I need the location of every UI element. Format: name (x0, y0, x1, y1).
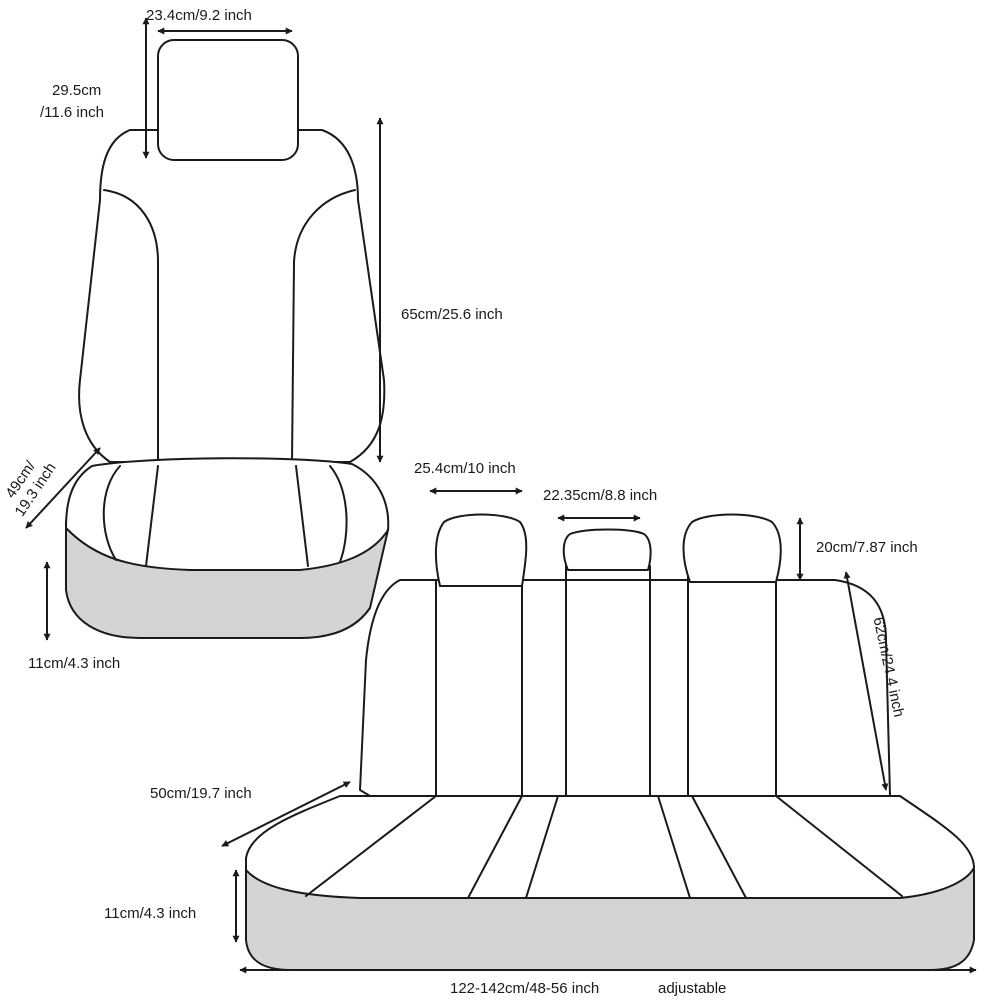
front-backrest-right-panel-line (291, 189, 356, 463)
front-seat-depth-arrow (25, 447, 101, 529)
rear-cushion-line-1 (305, 795, 437, 897)
rear-cushion-line-5 (691, 795, 747, 899)
rear-headrest-height-label: 20cm/7.87 inch (816, 539, 918, 556)
front-cushion-line-1 (102, 465, 121, 561)
rear-seat-depth-label: 50cm/19.7 inch (150, 785, 252, 802)
rear-bench-dimension-arrows (221, 487, 977, 974)
front-backrest-left-panel-line (103, 189, 159, 463)
rear-side-headrest-width-label: 25.4cm/10 inch (414, 460, 516, 477)
front-headrest-width-label: 23.4cm/9.2 inch (146, 7, 252, 24)
rear-right-headrest (682, 513, 782, 583)
front-backrest-height-label: 65cm/25.6 inch (401, 306, 503, 323)
rear-cushion-line-2 (467, 795, 523, 899)
front-headrest-height-label-line2: /11.6 inch (40, 104, 104, 121)
rear-left-headrest (434, 513, 528, 587)
rear-middle-headrest-width-label: 22.35cm/8.8 inch (543, 487, 657, 504)
rear-backrest-height-arrow (843, 571, 889, 791)
rear-bench-drawing (245, 513, 975, 971)
rear-cushion-line-3 (525, 795, 559, 899)
front-seat-drawing (65, 39, 390, 639)
rear-cushion-line-6 (775, 795, 903, 897)
front-cushion-line-2 (145, 465, 159, 567)
front-headrest (157, 39, 299, 161)
rear-cushion-line-4 (657, 795, 691, 899)
front-backrest (78, 129, 386, 463)
front-seat-dimension-arrows (25, 17, 384, 641)
front-cushion-line-4 (329, 465, 348, 563)
rear-adjustable-label: adjustable (658, 980, 726, 997)
front-cushion-line-3 (295, 465, 309, 567)
rear-middle-headrest (562, 528, 652, 571)
rear-seat-cushion (245, 795, 975, 899)
front-base-thickness-label: 11cm/4.3 inch (28, 655, 120, 672)
front-headrest-height-label-line1: 29.5cm (52, 82, 101, 99)
rear-backrest (359, 579, 891, 797)
rear-base-thickness-label: 11cm/4.3 inch (104, 905, 196, 922)
rear-seat-depth-arrow (221, 781, 351, 847)
rear-bench-width-label: 122-142cm/48-56 inch (450, 980, 599, 997)
